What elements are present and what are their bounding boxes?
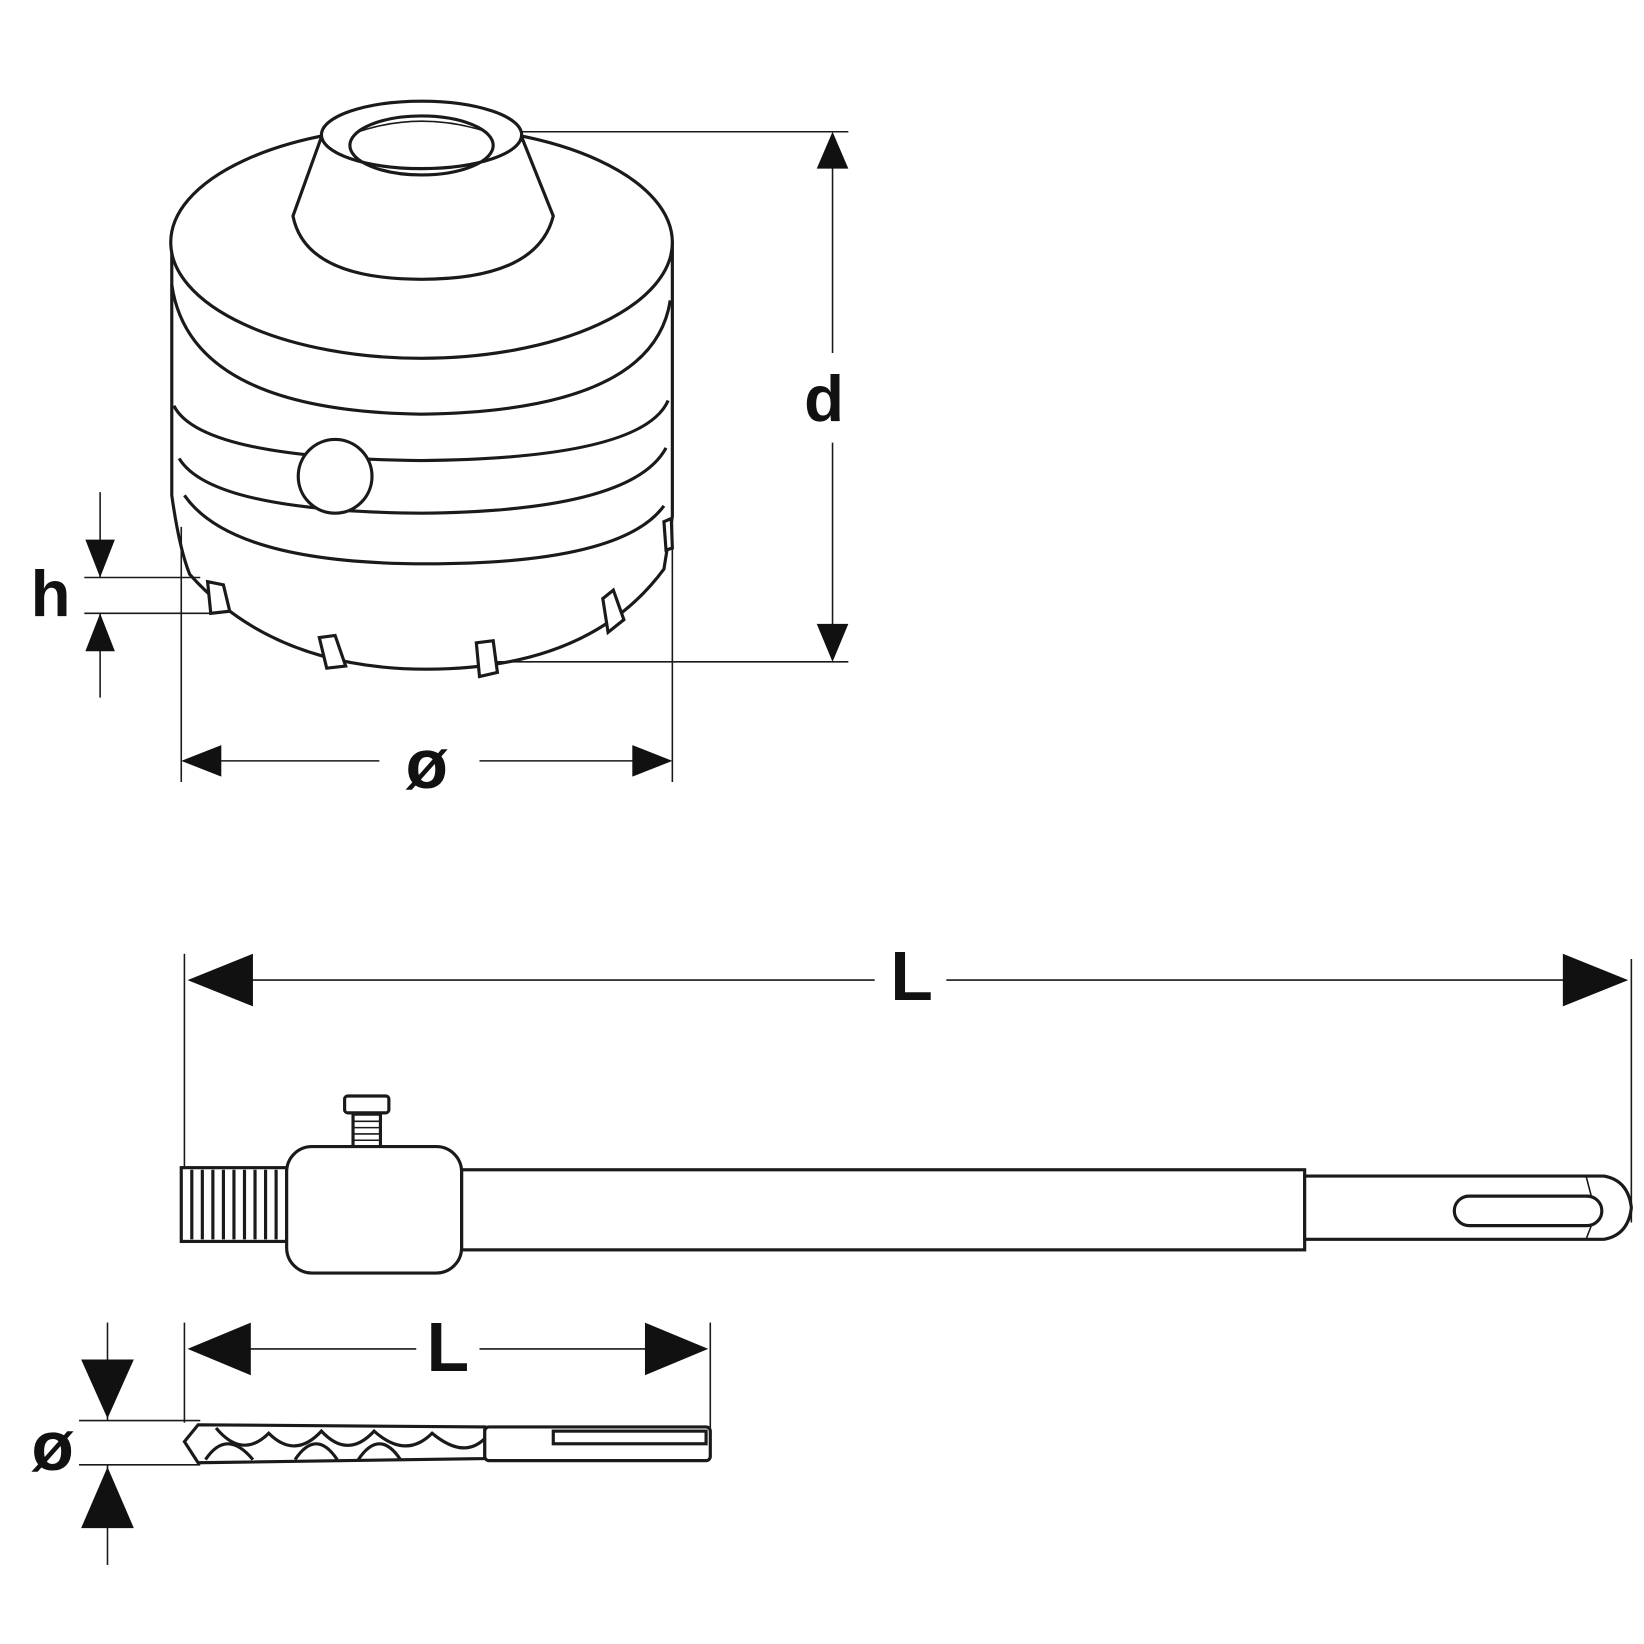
depth-dimension: d: [495, 130, 849, 663]
depth-label: d: [804, 362, 844, 435]
tooth-height-dimension: h: [31, 492, 211, 698]
drill-length-label: L: [427, 1308, 469, 1386]
core-bit: [169, 99, 674, 679]
tooth-height-label: h: [31, 557, 71, 630]
diameter-label: ø: [406, 725, 449, 803]
drill-length-dimension: L: [183, 1308, 712, 1428]
locking-knob: [296, 437, 374, 515]
diameter-dimension: ø: [180, 516, 674, 803]
pilot-drill-bit: [182, 1423, 712, 1465]
sds-adapter: [179, 1094, 1633, 1275]
adapter-length-label: L: [890, 937, 932, 1015]
drill-diameter-label: ø: [31, 1407, 74, 1485]
adapter-length-dimension: L: [183, 937, 1633, 1223]
drill-diameter-dimension: ø: [31, 1322, 201, 1565]
